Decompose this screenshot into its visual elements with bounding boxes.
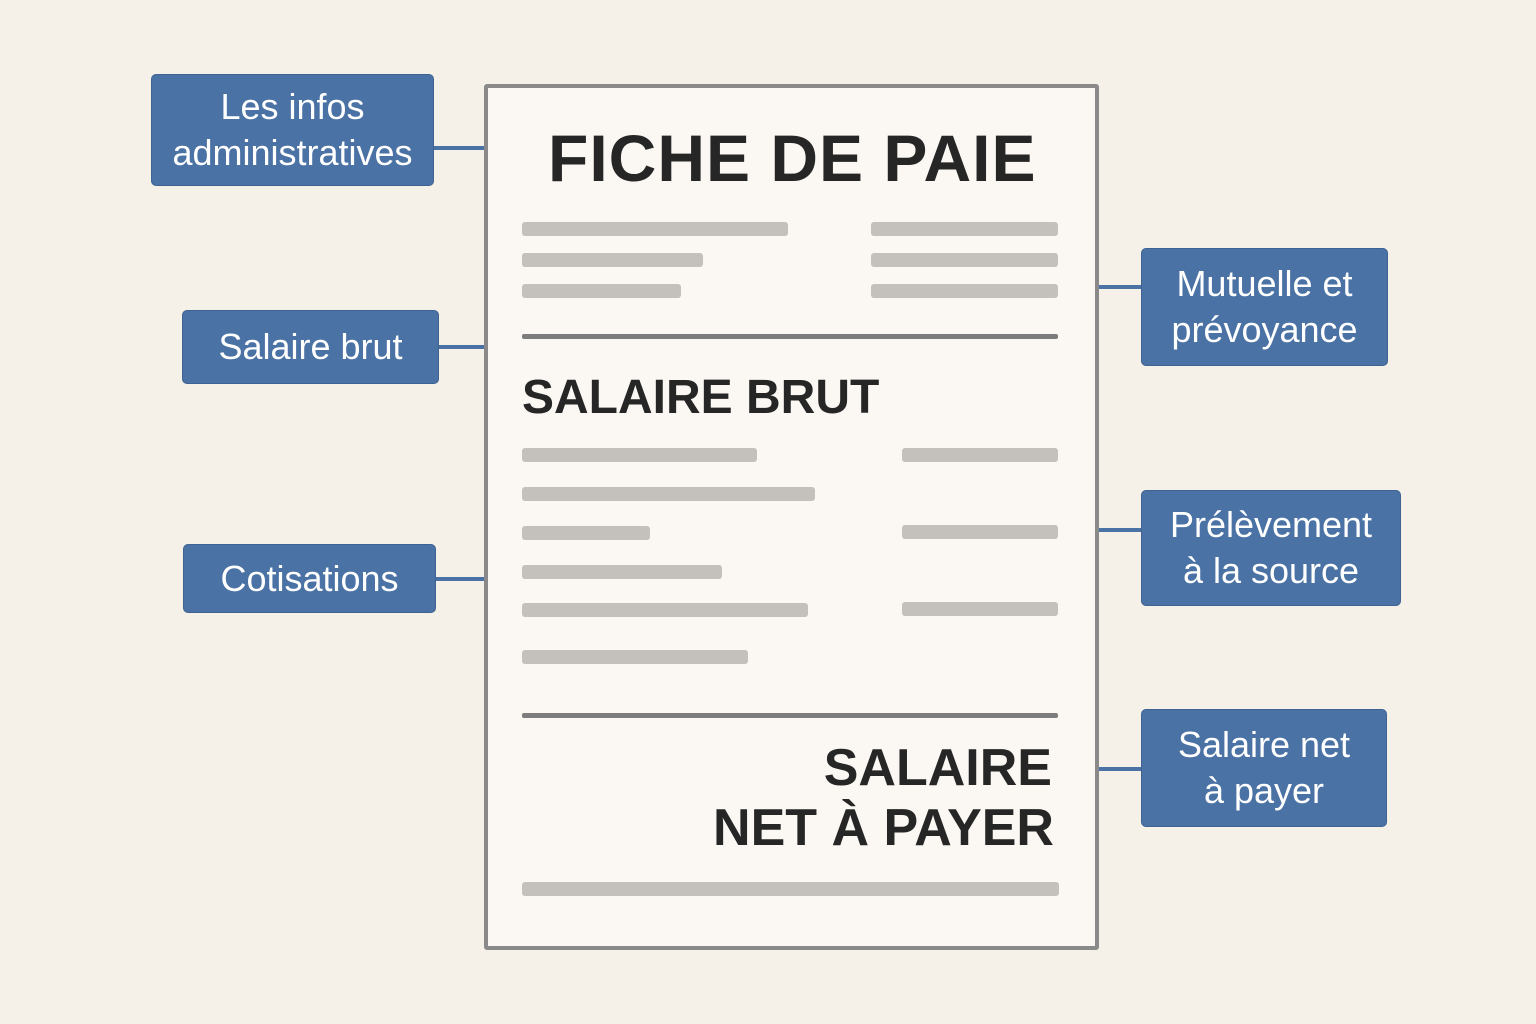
placeholder-bar — [522, 565, 722, 579]
label-contributions: Cotisations — [183, 544, 436, 613]
label-admin-line1: Les infos — [220, 86, 365, 127]
placeholder-bar — [871, 222, 1058, 236]
divider — [522, 713, 1058, 718]
placeholder-bar — [522, 526, 650, 540]
placeholder-bar — [522, 882, 1059, 896]
divider — [522, 334, 1058, 339]
payslip-sheet: FICHE DE PAIE SALAIRE BRUT SALAIRE NET À… — [484, 84, 1099, 950]
connector-withholding — [1099, 528, 1142, 532]
connector-mutual — [1099, 285, 1142, 289]
label-withholding-line2: à la source — [1182, 550, 1360, 591]
connector-gross — [439, 345, 484, 349]
placeholder-bar — [871, 284, 1058, 298]
label-admin-info: Les infos administratives — [151, 74, 434, 186]
label-gross-salary: Salaire brut — [182, 310, 439, 384]
label-gross-line1: Salaire brut — [218, 326, 403, 367]
connector-net — [1099, 767, 1142, 771]
section-net-pay-line1: SALAIRE — [823, 739, 1052, 797]
placeholder-bar — [902, 602, 1058, 616]
placeholder-bar — [522, 448, 757, 462]
label-contributions-line1: Cotisations — [220, 557, 399, 599]
payslip-title: FICHE DE PAIE — [548, 121, 1037, 195]
section-net-pay-line2: NET À PAYER — [713, 799, 1054, 857]
placeholder-bar — [522, 487, 815, 501]
placeholder-bar — [522, 253, 703, 267]
section-gross-salary: SALAIRE BRUT — [522, 371, 880, 424]
connector-admin — [434, 146, 484, 150]
label-withholding-tax: Prélèvement à la source — [1141, 490, 1401, 606]
connector-contributions — [436, 577, 484, 581]
placeholder-bar — [871, 253, 1058, 267]
label-net-line2: à payer — [1203, 770, 1325, 811]
label-mutual-line1: Mutuelle et — [1176, 263, 1353, 304]
placeholder-bar — [522, 284, 681, 298]
label-net-pay: Salaire net à payer — [1141, 709, 1387, 827]
label-withholding-line1: Prélèvement — [1169, 504, 1373, 545]
placeholder-bar — [522, 603, 808, 617]
label-net-line1: Salaire net — [1177, 724, 1351, 765]
placeholder-bar — [902, 525, 1058, 539]
label-mutual-line2: prévoyance — [1171, 309, 1358, 350]
placeholder-bar — [902, 448, 1058, 462]
label-admin-line2: administratives — [172, 132, 413, 173]
label-mutual-insurance: Mutuelle et prévoyance — [1141, 248, 1388, 366]
placeholder-bar — [522, 650, 748, 664]
placeholder-bar — [522, 222, 788, 236]
